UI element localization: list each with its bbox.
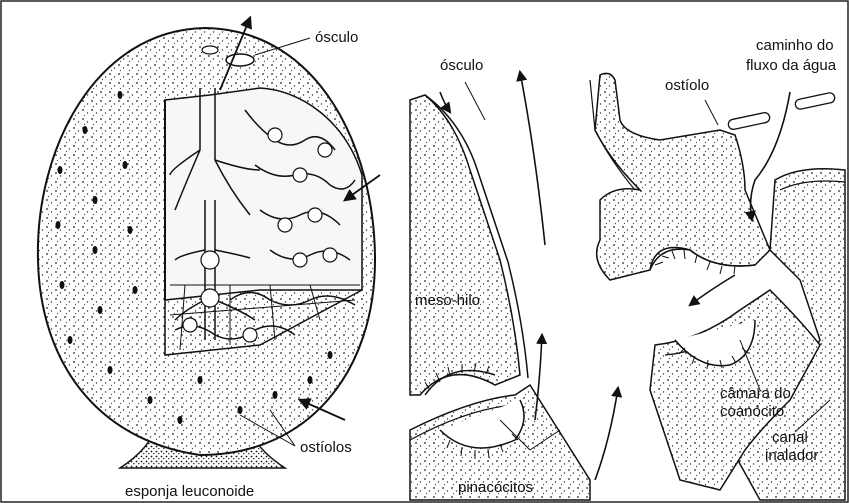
label-meso-hilo: meso-hilo [415, 292, 480, 309]
label-ostiolo: ostíolo [665, 77, 709, 94]
label-ostiolos: ostíolos [300, 439, 352, 456]
label-camara-line2: coanócito [720, 403, 784, 420]
label-canal-line2: inalador [765, 447, 818, 464]
ostiolo-pores [727, 92, 835, 130]
label-canal-line1: canal [772, 429, 808, 446]
label-camara-line1: câmara do [720, 385, 791, 402]
caption-esponja-leuconoide: esponja leuconoide [125, 483, 254, 500]
label-caminho-line2: fluxo da água [746, 57, 837, 74]
label-osculo-right: ósculo [440, 57, 483, 74]
label-caminho-line1: caminho do [756, 37, 834, 54]
label-pinacocitos: pinacócitos [458, 479, 533, 496]
label-osculo-left: ósculo [315, 29, 358, 46]
leuconoid-sponge [38, 18, 380, 468]
